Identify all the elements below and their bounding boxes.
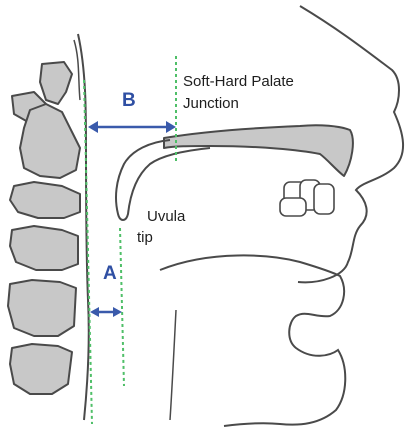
label-a: A (103, 263, 117, 285)
cervical-spine (8, 62, 80, 394)
teeth (280, 180, 334, 216)
vertebra-c3 (10, 182, 80, 218)
vertebra-c4 (10, 226, 78, 270)
vertebra-c6 (10, 344, 72, 394)
label-junction: Junction (183, 96, 239, 113)
vertebra-c5 (8, 280, 76, 336)
arrow-a-head-right (113, 307, 122, 317)
arrow-b-head-right (166, 121, 176, 133)
label-uvula: Uvula (147, 209, 185, 226)
dotted-line-uvula-tip (120, 228, 124, 386)
label-soft-hard-palate: Soft-Hard Palate (183, 74, 294, 91)
label-b: B (122, 90, 136, 112)
arrow-b-head-left (88, 121, 98, 133)
label-tip: tip (137, 230, 153, 247)
anterior-spine-outline (74, 40, 80, 100)
vertebra-c1 (40, 62, 72, 104)
hyoid-outline (170, 310, 176, 420)
vertebra-c2 (20, 104, 80, 178)
arrow-a-head-left (90, 307, 99, 317)
